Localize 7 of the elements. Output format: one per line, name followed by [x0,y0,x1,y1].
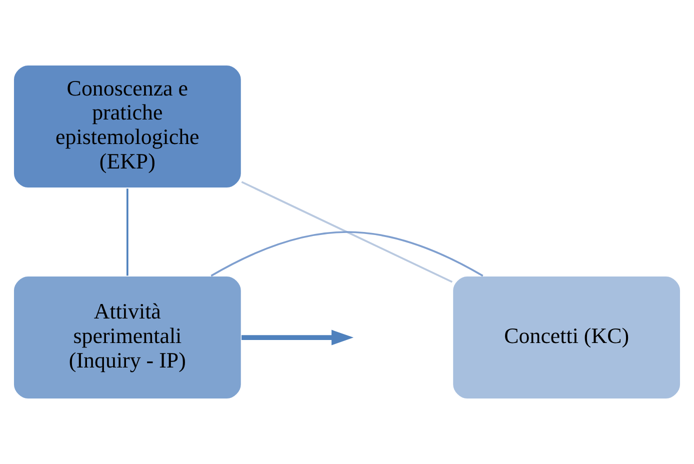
node-box: Attività sperimentali (Inquiry - IP) [12,275,242,400]
arrow [242,330,354,346]
connector [210,231,484,277]
connector [126,188,128,276]
connector [241,181,453,283]
node-box: Concetti (KC) [452,275,682,400]
node-box: Conoscenza e pratiche epistemologiche (EKP) [12,64,242,189]
